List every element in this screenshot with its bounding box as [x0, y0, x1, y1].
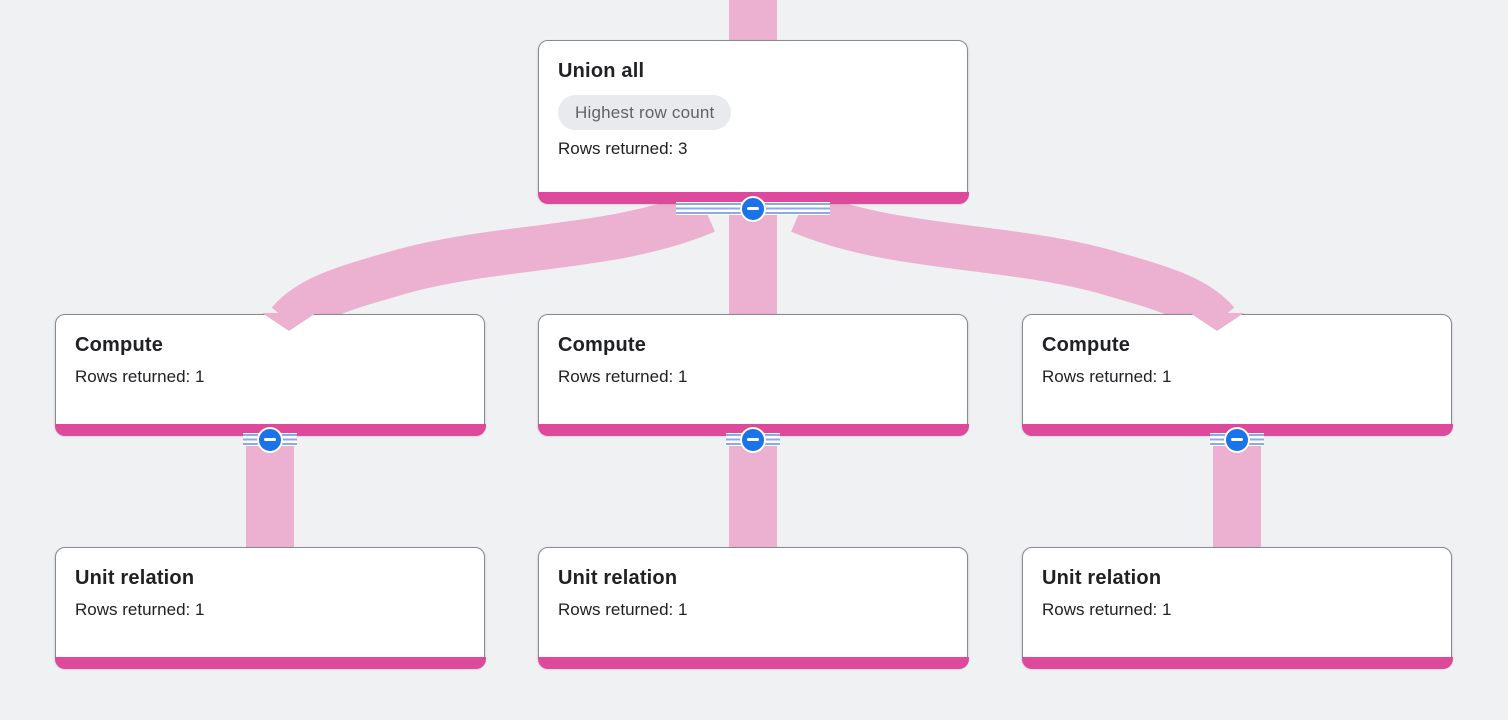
stage-title: Compute — [558, 334, 647, 356]
collapse-minus-icon — [740, 195, 766, 222]
stage-title: Compute — [75, 334, 164, 356]
rows-returned-label: Rows returned: 1 — [558, 600, 688, 619]
stage-node-unit-relation-1[interactable]: Unit relation Rows returned: 1 — [54, 547, 486, 669]
edge-incoming-to-union — [729, 0, 777, 41]
rows-returned-label: Rows returned: 1 — [75, 367, 205, 386]
stage-title: Compute — [1042, 334, 1131, 356]
edge-compute-3-to-unit-3 — [1213, 438, 1261, 548]
row-count-color-bar — [54, 656, 486, 669]
edge-compute-1-to-unit-1 — [246, 438, 294, 548]
rows-returned-label: Rows returned: 1 — [1042, 600, 1172, 619]
rows-returned-label: Rows returned: 3 — [558, 139, 688, 158]
stage-node-compute-2[interactable]: Compute Rows returned: 1 — [537, 314, 969, 436]
collapse-button-compute-2[interactable] — [726, 426, 780, 453]
stage-title: Unit relation — [1042, 567, 1162, 589]
stage-title: Union all — [558, 60, 645, 82]
stage-title: Unit relation — [558, 567, 678, 589]
collapse-minus-icon — [1224, 426, 1250, 453]
rows-returned-label: Rows returned: 1 — [1042, 367, 1172, 386]
stage-node-unit-relation-2[interactable]: Unit relation Rows returned: 1 — [537, 547, 969, 669]
collapse-minus-icon — [740, 426, 766, 453]
highest-row-count-badge: Highest row count — [558, 95, 732, 130]
edge-union-to-compute-3 — [791, 190, 1235, 338]
row-count-color-bar — [1021, 656, 1453, 669]
stage-title: Unit relation — [75, 567, 195, 589]
edge-union-to-compute-1 — [271, 190, 715, 338]
collapse-button-compute-3[interactable] — [1210, 426, 1264, 453]
collapse-button-union[interactable] — [676, 195, 830, 222]
rows-returned-label: Rows returned: 1 — [558, 367, 688, 386]
edge-compute-2-to-unit-2 — [729, 438, 777, 548]
stage-node-compute-3[interactable]: Compute Rows returned: 1 — [1021, 314, 1453, 436]
edge-union-to-compute-2 — [729, 208, 777, 315]
rows-returned-label: Rows returned: 1 — [75, 600, 205, 619]
stage-node-compute-1[interactable]: Compute Rows returned: 1 — [54, 314, 486, 436]
stage-node-unit-relation-3[interactable]: Unit relation Rows returned: 1 — [1021, 547, 1453, 669]
collapse-minus-icon — [257, 426, 283, 453]
collapse-button-compute-1[interactable] — [243, 426, 297, 453]
stage-node-union-all[interactable]: Union all Highest row count Rows returne… — [537, 40, 969, 204]
row-count-color-bar — [537, 656, 969, 669]
